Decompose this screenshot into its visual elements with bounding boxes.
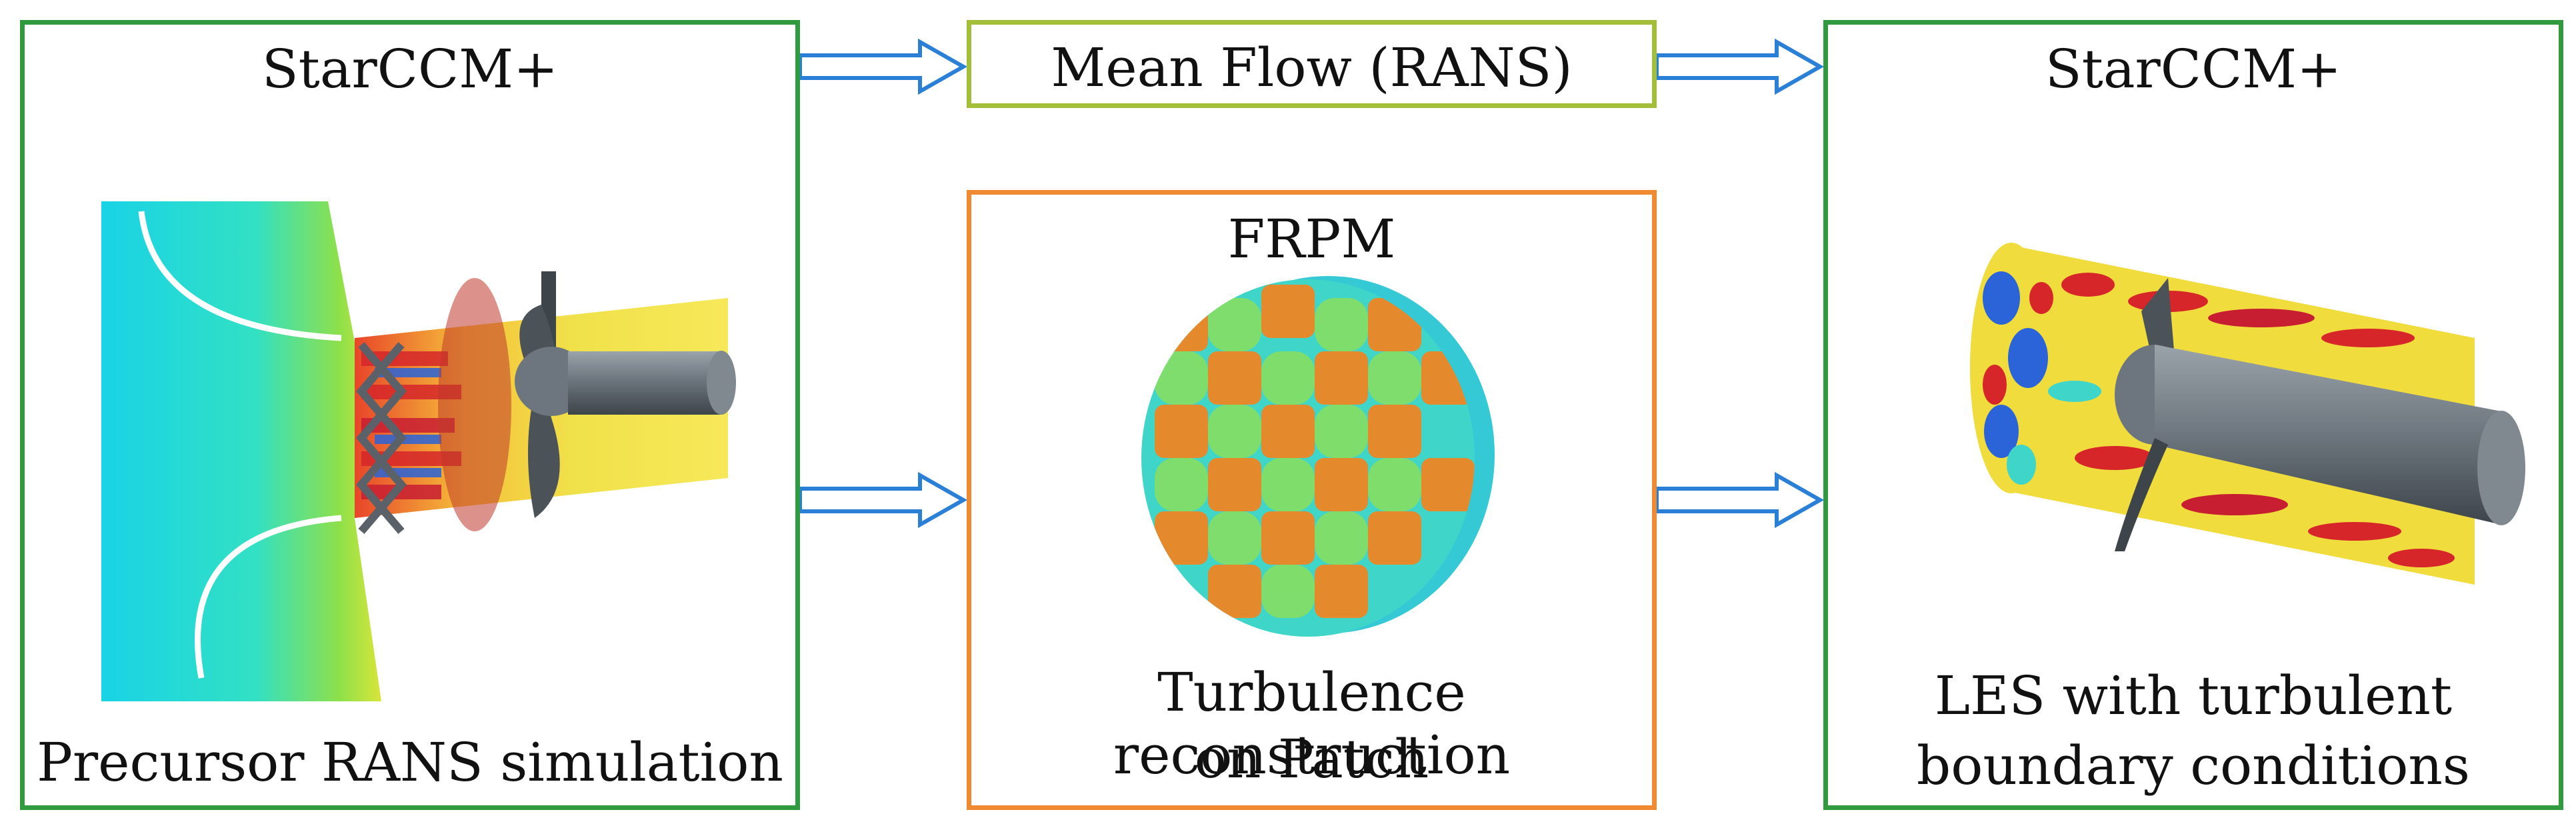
- frpm-title: FRPM: [1227, 208, 1396, 270]
- inlet-flow-field: [101, 201, 381, 701]
- right-box-caption-line2: boundary conditions: [1917, 735, 2470, 797]
- left-box-caption: Precursor RANS simulation: [37, 731, 783, 793]
- rans-simulation-image: [101, 201, 736, 701]
- precursor-rans-box: StarCCM+: [20, 20, 800, 810]
- arrow-left-to-meanflow: [800, 38, 967, 95]
- inlet-lip-lower: [194, 515, 342, 679]
- les-box: StarCCM+: [1823, 20, 2563, 810]
- mean-flow-box: Mean Flow (RANS): [967, 20, 1657, 108]
- actuator-disc: [438, 278, 511, 531]
- frpm-box: FRPM: [967, 190, 1657, 810]
- les-nacelle: [2155, 345, 2501, 525]
- propeller-blade-lower: [528, 391, 560, 518]
- frpm-caption-line2: on Patch: [1194, 728, 1429, 790]
- nacelle-end: [707, 351, 736, 415]
- les-turbulent-structures: [1983, 271, 2455, 567]
- les-nacelle-end: [2477, 411, 2525, 525]
- arrow-left-to-frpm: [800, 471, 967, 529]
- inlet-lip-upper: [138, 211, 342, 341]
- arrow-frpm-to-right: [1657, 471, 1823, 529]
- right-box-title: StarCCM+: [2045, 38, 2342, 100]
- turbulence-grid: [356, 342, 407, 534]
- mean-flow-title: Mean Flow (RANS): [1051, 37, 1573, 99]
- frpm-patch-image: [1141, 276, 1495, 637]
- les-blade-lower: [2115, 438, 2168, 551]
- arrow-meanflow-to-right: [1657, 38, 1823, 95]
- nacelle-cylinder: [568, 351, 721, 415]
- turbulence-pattern: [1155, 285, 1475, 618]
- frpm-caption-line1: Turbulence reconstruction: [1113, 661, 1511, 787]
- right-box-caption-line1: LES with turbulent: [1934, 665, 2453, 727]
- les-simulation-image: [1970, 243, 2525, 585]
- left-box-title: StarCCM+: [261, 38, 559, 100]
